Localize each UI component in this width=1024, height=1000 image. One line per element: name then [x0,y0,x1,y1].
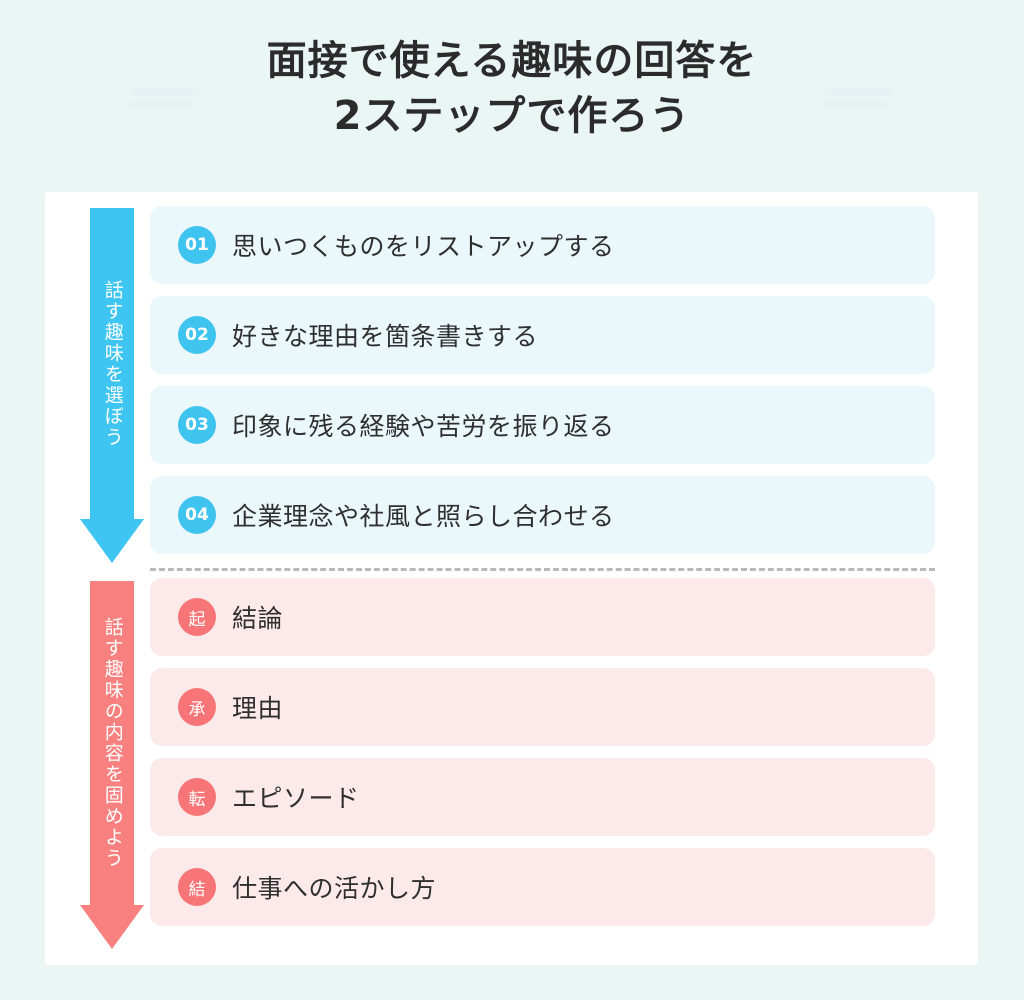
step-number-badge: 01 [178,226,216,264]
step-2-list: 起 結論 承 理由 転 エピソード 結 仕事への活かし方 [150,578,935,938]
page-title-line-1: 面接で使える趣味の回答を [266,38,758,84]
step-number-badge: 02 [178,316,216,354]
step-2-arrow-label: 話す趣味の内容を固めよう [101,617,124,869]
step-1-arrow: 話す趣味を選ぼう [80,208,144,563]
step-kanji-badge: 結 [178,868,216,906]
arrow-down-icon [80,905,144,949]
decorative-line [130,88,200,95]
list-item-label: 企業理念や社風と照らし合わせる [232,502,615,531]
step-kanji-badge: 転 [178,778,216,816]
list-item[interactable]: 転 エピソード [150,758,935,836]
list-item[interactable]: 01 思いつくものをリストアップする [150,206,935,284]
decorative-line [130,101,192,108]
page-title-line-2: 2ステップで作ろう [333,93,691,140]
step-2-arrow-body: 話す趣味の内容を固めよう [90,581,134,905]
step-kanji-badge: 承 [178,688,216,726]
step-2-arrow: 話す趣味の内容を固めよう [80,581,144,949]
list-item-label: 仕事への活かし方 [232,874,437,903]
list-item-label: 結論 [232,604,284,633]
steps-card: 話す趣味を選ぼう 01 思いつくものをリストアップする 02 好きな理由を箇条書… [45,192,978,965]
decorative-line [824,101,886,108]
list-item[interactable]: 02 好きな理由を箇条書きする [150,296,935,374]
section-divider [150,568,935,571]
step-kanji-badge: 起 [178,598,216,636]
decorative-line [824,88,894,95]
list-item[interactable]: 03 印象に残る経験や苦労を振り返る [150,386,935,464]
page-title: 面接で使える趣味の回答を 2ステップで作ろう [0,34,1024,144]
decorative-lines-left [130,88,200,114]
step-1-arrow-label: 話す趣味を選ぼう [101,279,124,448]
step-number-badge: 03 [178,406,216,444]
list-item[interactable]: 結 仕事への活かし方 [150,848,935,926]
list-item[interactable]: 起 結論 [150,578,935,656]
arrow-down-icon [80,519,144,563]
list-item[interactable]: 承 理由 [150,668,935,746]
step-1-arrow-body: 話す趣味を選ぼう [90,208,134,519]
list-item[interactable]: 04 企業理念や社風と照らし合わせる [150,476,935,554]
list-item-label: 好きな理由を箇条書きする [232,322,539,351]
list-item-label: 理由 [232,694,284,723]
step-number-badge: 04 [178,496,216,534]
list-item-label: エピソード [232,784,360,813]
list-item-label: 印象に残る経験や苦労を振り返る [232,412,615,441]
step-1-list: 01 思いつくものをリストアップする 02 好きな理由を箇条書きする 03 印象… [150,206,935,566]
list-item-label: 思いつくものをリストアップする [232,232,615,261]
decorative-lines-right [824,88,894,114]
